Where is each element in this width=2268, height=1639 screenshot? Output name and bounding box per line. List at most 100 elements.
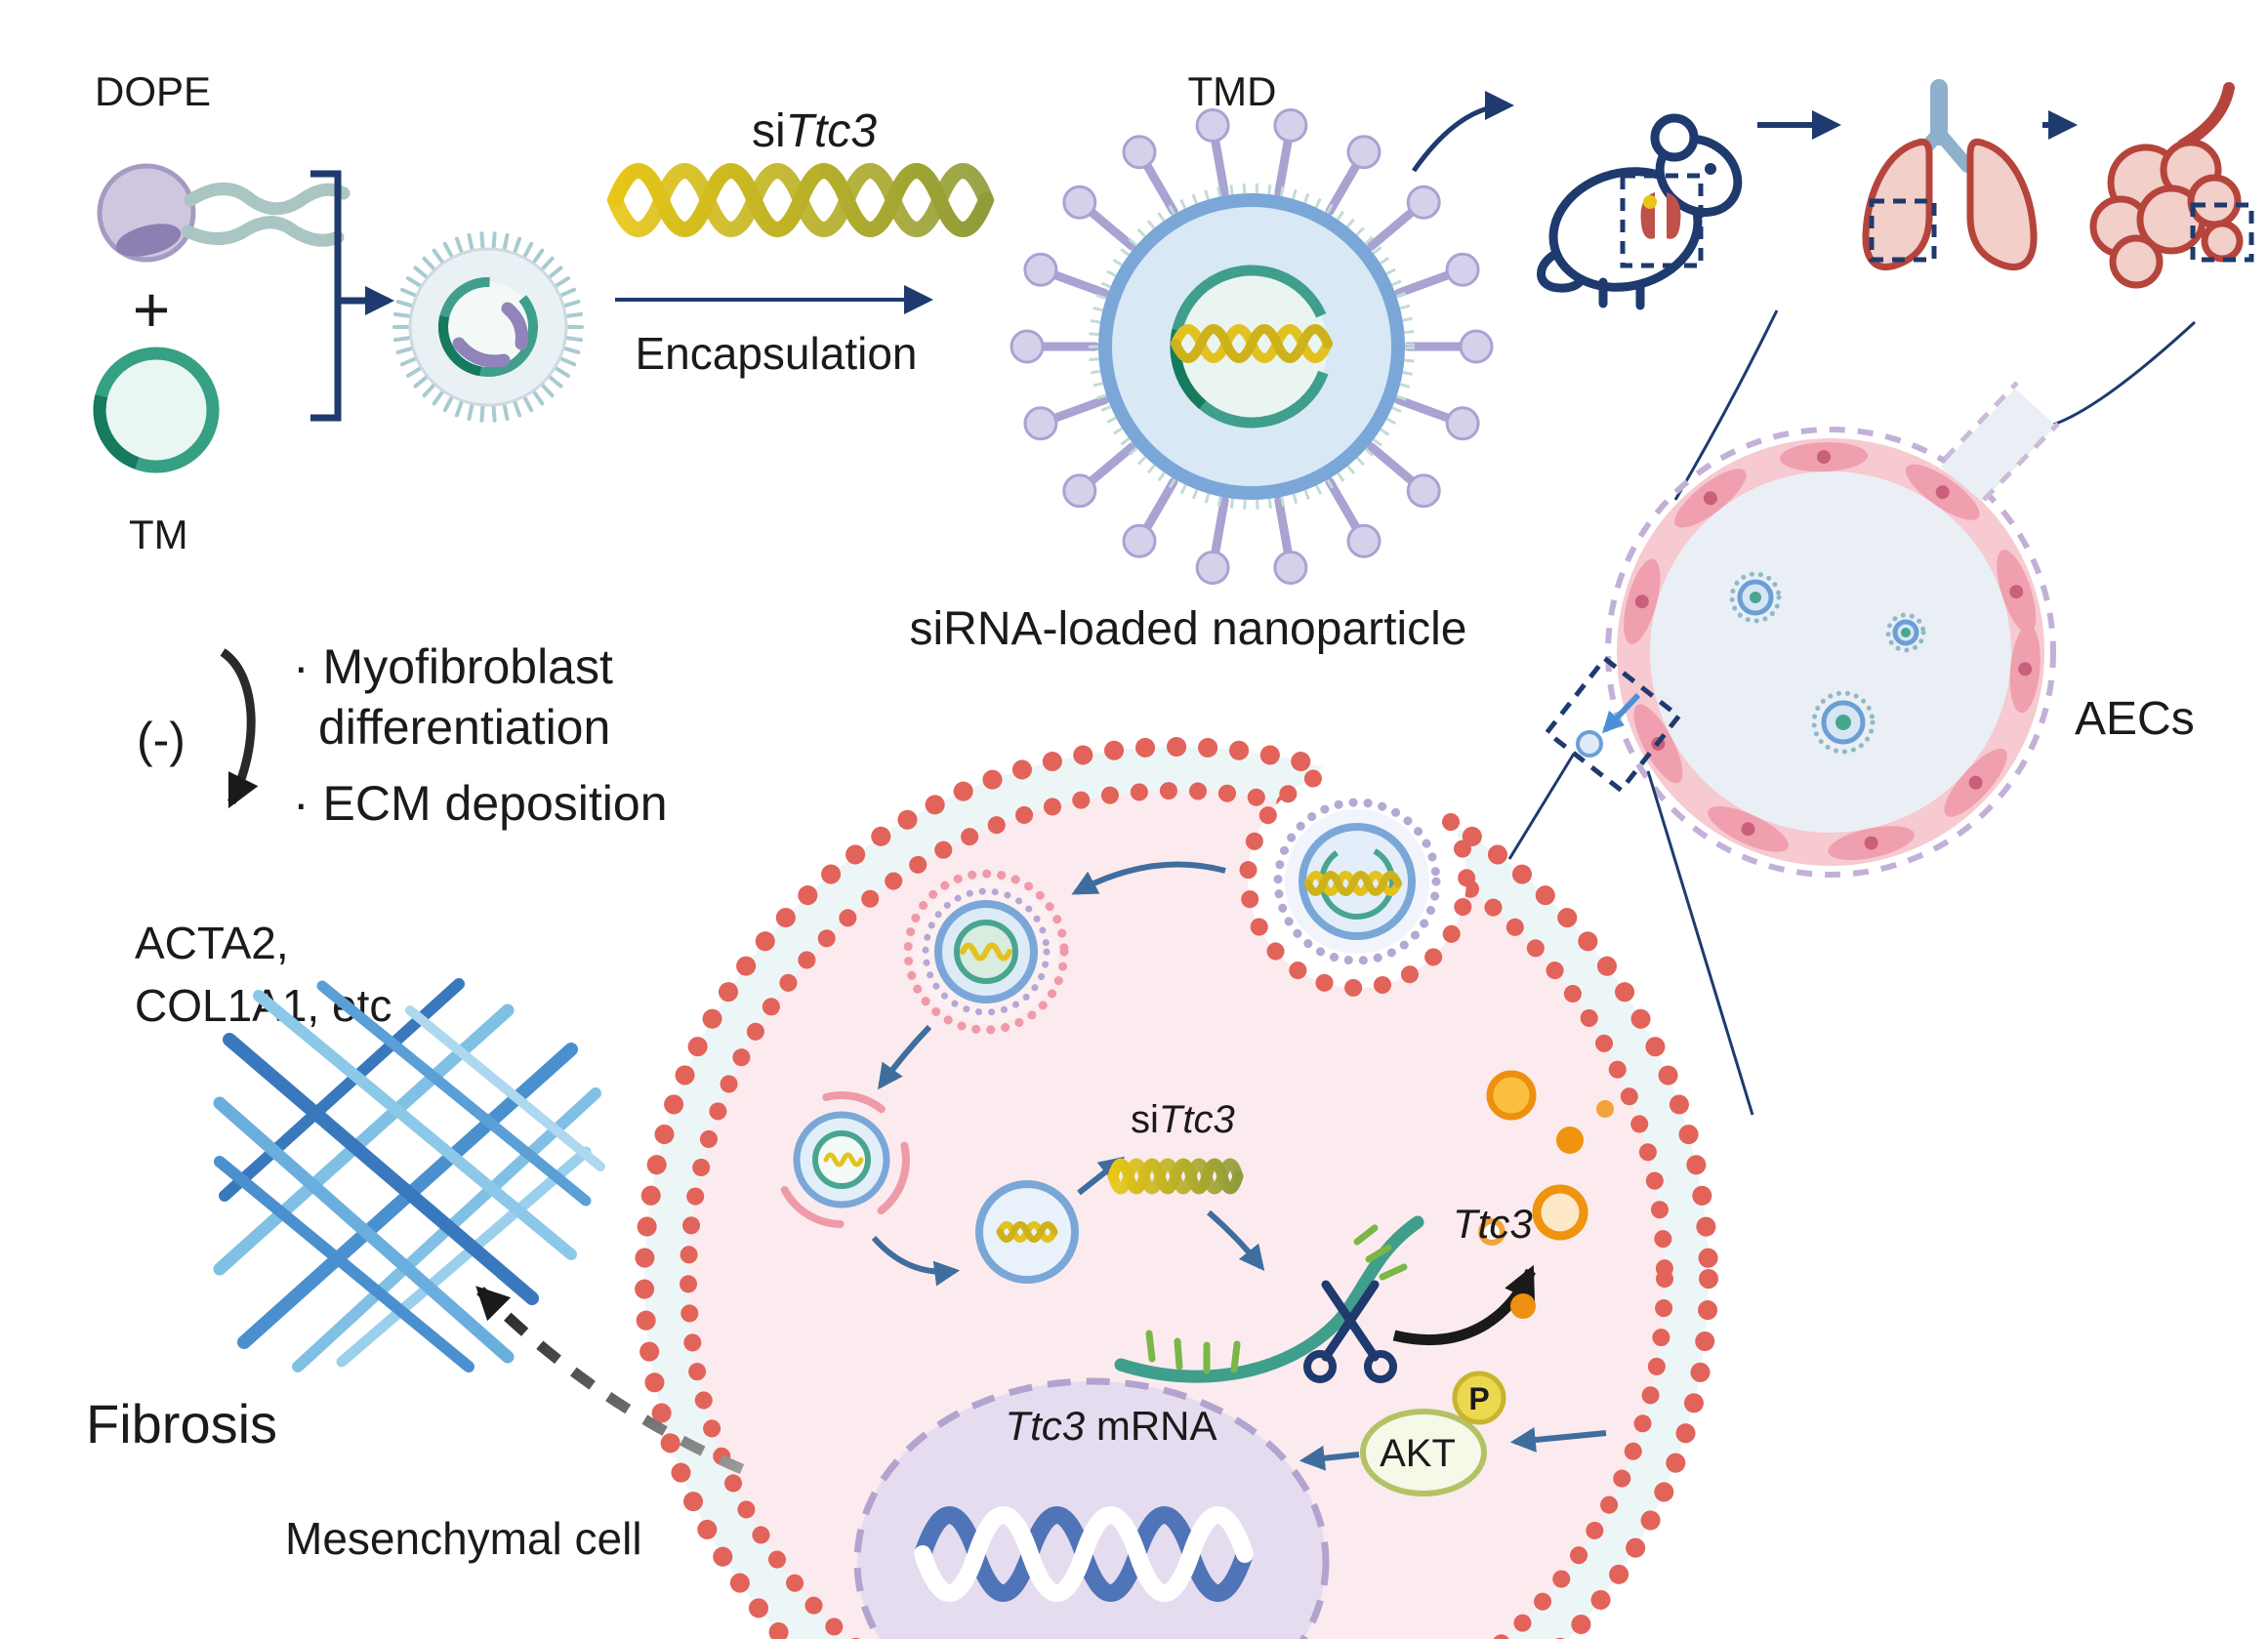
- mrna-label: Ttc3 mRNA: [1005, 1403, 1216, 1449]
- alveolus-nanoparticle: [1729, 571, 1782, 624]
- cell-membrane-outer: [635, 737, 1718, 1639]
- ttc3-gene: Ttc3: [1159, 1098, 1235, 1141]
- alveolus-lumen: [1629, 451, 2032, 853]
- silencing-arrow: [1207, 1209, 1265, 1272]
- aecs-label: AECs: [2075, 693, 2195, 745]
- alveolus-outer-dashed: [1605, 427, 2056, 878]
- akt-label: AKT: [1380, 1432, 1456, 1475]
- akt-complex: [1299, 1371, 1607, 1496]
- delivery-arrow: [1411, 91, 1514, 173]
- alveolar-sac: [2187, 174, 2242, 228]
- cytoplasm-sirna-helix: [1107, 1158, 1244, 1195]
- dope-lipid: DOPE: [95, 68, 351, 263]
- fibrosis-dashed-arrow: [475, 1286, 745, 1475]
- zoom-line-left: [1673, 309, 1779, 501]
- ttc3-protein-label: Ttc3: [1453, 1201, 1533, 1247]
- duct-edge: [1943, 381, 2019, 461]
- micelle-hairs: [392, 231, 584, 423]
- phospho-badge: [1452, 1371, 1506, 1425]
- lungs-zoom-box: [1869, 198, 1937, 263]
- mesenchymal-cell: [635, 717, 1718, 1639]
- alveoli-zoom-box: [2190, 202, 2254, 263]
- mesenchymal-label: Mesenchymal cell: [285, 1513, 642, 1564]
- mouse-eye: [1705, 163, 1716, 175]
- endosome-arrow-2: [877, 1024, 932, 1090]
- ttc3-gene: Ttc3: [1005, 1403, 1085, 1449]
- micelle-dark-arc: [438, 277, 538, 377]
- diamond-nanoparticle: [1576, 730, 1603, 758]
- bracket-shape: [310, 170, 342, 422]
- nucleus-dna-strand: [914, 1506, 1254, 1602]
- phospho-label: P: [1468, 1381, 1489, 1416]
- mouse-particle-dot: [1643, 195, 1657, 209]
- alveolus-aec: [1544, 381, 2060, 878]
- akt-ellipse: [1360, 1409, 1487, 1496]
- sittc3-cell-label: siTtc3: [1131, 1098, 1235, 1141]
- cell-zoom-line-2: [1646, 770, 1754, 1116]
- si-prefix: si: [752, 105, 786, 157]
- dope-head-shade: [115, 224, 182, 257]
- cell-zoom-line-1: [1507, 753, 1576, 860]
- dope-label: DOPE: [95, 68, 211, 114]
- combine-bracket: [310, 170, 394, 422]
- tmd-label: TMD: [1188, 68, 1277, 114]
- ttc3-protein-dots: [1478, 1070, 1614, 1319]
- plus-sign: +: [133, 273, 171, 346]
- endosome-arrow-1: [1071, 861, 1226, 895]
- endosome-late: [773, 1091, 910, 1228]
- endocytosis-pocket: [1239, 762, 1476, 997]
- mrna-suffix: mRNA: [1085, 1403, 1216, 1449]
- alveolar-sac: [2201, 220, 2244, 263]
- sirna-helix: [607, 163, 994, 237]
- si-prefix: si: [1131, 1098, 1159, 1141]
- zoom-line-right: [2049, 320, 2197, 428]
- pocket-nanoparticle: [1273, 798, 1441, 965]
- dope-tail: [184, 183, 351, 216]
- sittc3-title: siTtc3: [752, 105, 877, 157]
- ttc3-gene: Ttc3: [786, 105, 878, 157]
- tmd-teal-dark-arc: [1170, 265, 1334, 429]
- micelle-purple-blob: [452, 337, 511, 368]
- duct-edge: [1982, 422, 2060, 502]
- akt-arrow-in: [1509, 1427, 1607, 1453]
- mouse-ear: [1650, 113, 1699, 162]
- mouse-zoom-box: [1620, 173, 1704, 268]
- mouse-lung: [1667, 192, 1681, 239]
- endosome-arrow-3: [871, 1236, 961, 1287]
- fibrosis-fibers: [213, 978, 605, 1373]
- dope-tail: [181, 216, 345, 247]
- zoom-diamond: [1544, 655, 1682, 794]
- nanoparticle-caption: siRNA-loaded nanoparticle: [910, 603, 1467, 655]
- scissors-icon: [1303, 1280, 1397, 1383]
- tm-ring-dark-arc: [93, 347, 220, 473]
- airway-duct: [1941, 389, 2056, 502]
- encapsulation-label: Encapsulation: [636, 328, 918, 379]
- micelle-purple-blob: [501, 302, 528, 350]
- lung-left-lobe: [1862, 138, 1933, 270]
- akt-arrow-out: [1299, 1445, 1360, 1471]
- effect-line-3: · ECM deposition: [293, 776, 668, 831]
- tmd-lipid-stalks: [1010, 108, 1494, 585]
- tm-vesicle: TM: [93, 347, 220, 557]
- micelle: [392, 231, 584, 423]
- tm-label: TM: [129, 512, 188, 557]
- risc-mrna: [1114, 1215, 1424, 1383]
- inhibition-symbol: (-): [137, 713, 186, 767]
- genes-line-1: ACTA2,: [135, 918, 289, 968]
- tmd-nanoparticle: TMD: [1010, 68, 1494, 585]
- alveolus-nanoparticle: [1885, 612, 1926, 653]
- mrna-strand: [1114, 1215, 1424, 1383]
- mouse-icon: [1537, 113, 1743, 310]
- fibrosis-label: Fibrosis: [86, 1393, 277, 1455]
- alveoli-icon: [2089, 82, 2254, 289]
- effect-line-2: differentiation: [318, 700, 610, 755]
- released-sirna-particle: [975, 1180, 1079, 1284]
- cell-membrane-inner: [680, 782, 1673, 1639]
- risc-guide-marks: [1145, 1224, 1408, 1374]
- endosome-early: [903, 869, 1069, 1035]
- lung-right-lobe: [1966, 138, 2038, 270]
- alveolar-sac: [2109, 234, 2164, 289]
- bronchiole-stem: [2177, 82, 2235, 150]
